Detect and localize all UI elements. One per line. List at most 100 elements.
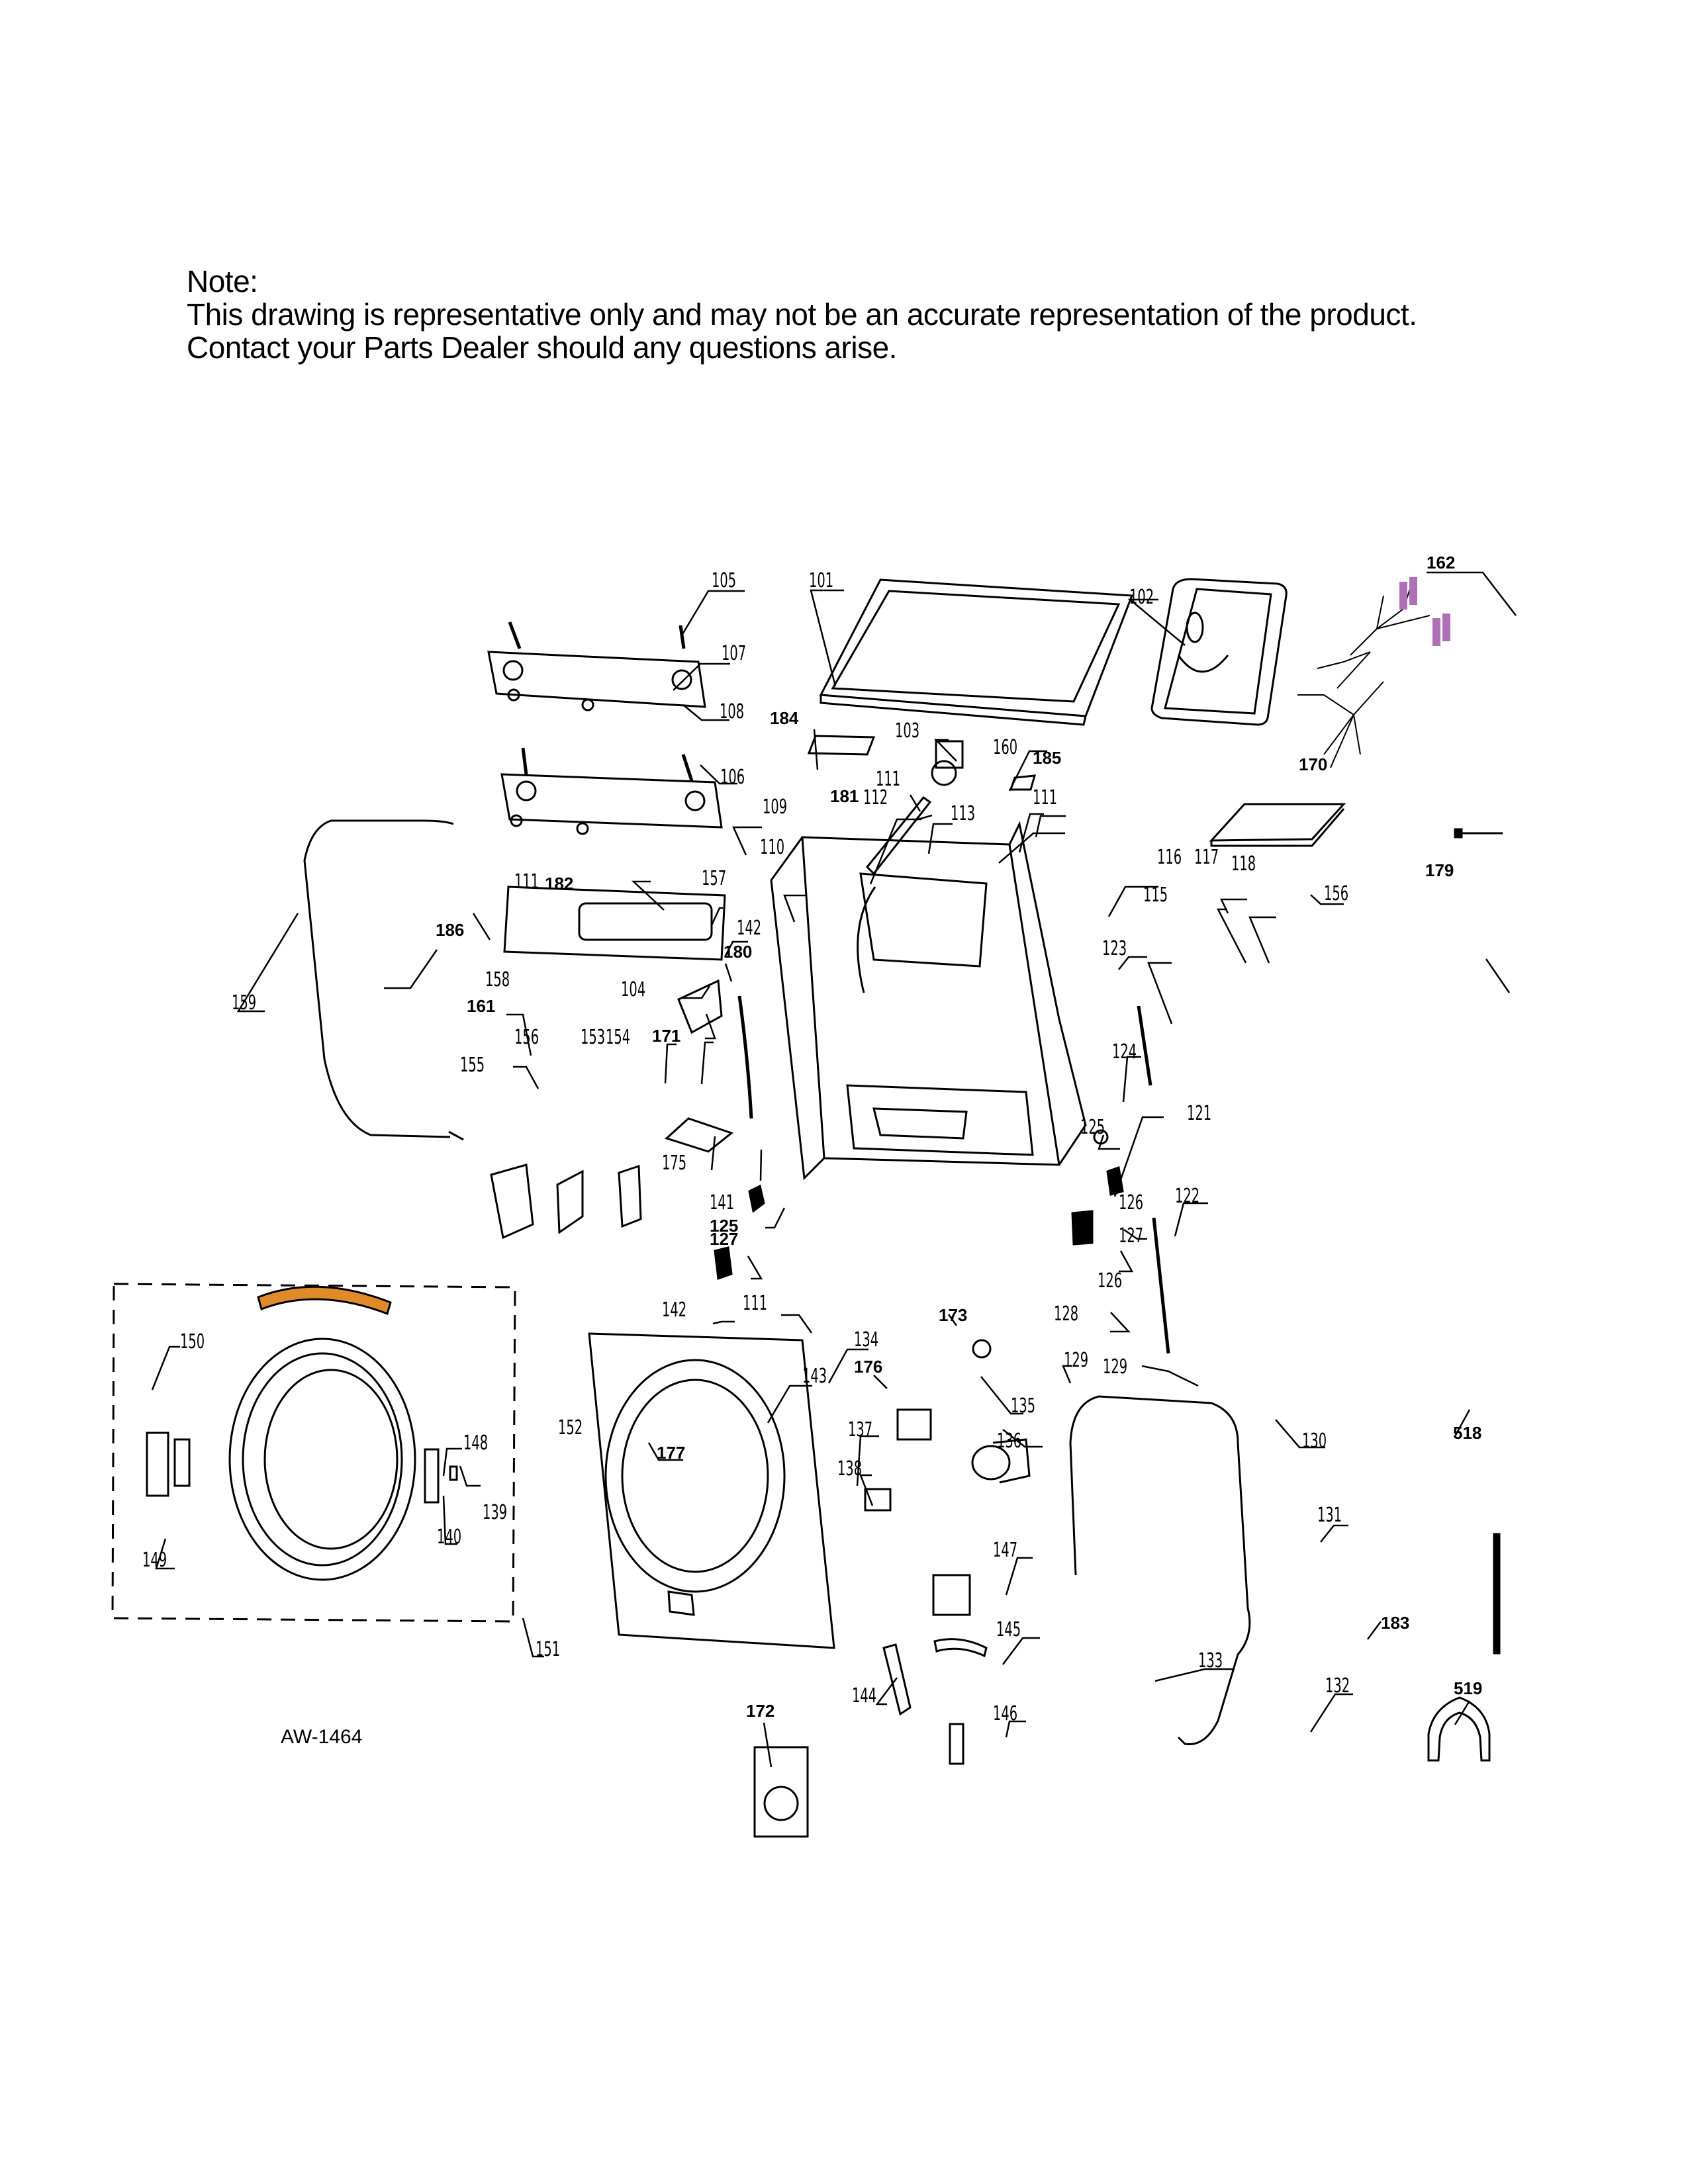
callout-105: 105 [712,569,737,592]
part-173-clamp [972,1339,992,1359]
callout-151: 151 [536,1638,561,1661]
callout-144: 144 [852,1684,877,1707]
callout-147: 147 [993,1539,1018,1562]
callout-160: 160 [993,736,1018,759]
callout-132: 132 [1325,1674,1350,1698]
part-106-front-bracket [500,773,723,829]
part-125-127-feet [714,1165,1124,1281]
callout-109: 109 [763,796,788,819]
callout-519: 519 [1454,1678,1483,1698]
part-184-label [807,735,876,756]
part-185-label [1009,774,1037,791]
callout-122: 122 [1175,1185,1200,1208]
callout-142-front: 142 [662,1298,687,1322]
callout-125-right: 125 [1080,1116,1105,1139]
callout-155: 155 [460,1054,485,1077]
callout-121: 121 [1187,1102,1212,1125]
part-147-valve [932,1574,971,1616]
callout-176: 176 [854,1357,883,1377]
callout-107: 107 [722,642,747,665]
callout-131: 131 [1317,1504,1342,1527]
callout-170: 170 [1299,754,1328,774]
callout-106: 106 [720,766,745,789]
callout-518: 518 [1453,1423,1482,1443]
callout-127-right: 127 [1119,1224,1144,1248]
callout-173: 173 [939,1305,968,1325]
part-162-wire-harness [1297,577,1450,768]
part-101-top-cover [819,578,1134,726]
part-170-manual [1209,803,1346,847]
callout-124: 124 [1112,1040,1137,1064]
callout-129-right: 129 [1103,1355,1128,1379]
callout-112: 112 [863,786,888,809]
callout-159: 159 [232,991,257,1015]
part-159-power-cord [303,819,464,1141]
part-103-switch [931,740,964,786]
part-145-arc [933,1638,988,1658]
callout-129-left: 129 [1064,1349,1089,1372]
part-108-nuts [507,688,594,835]
callout-138: 138 [837,1457,863,1480]
callout-181: 181 [830,786,859,806]
callout-108: 108 [720,700,745,723]
part-105-bolts [508,621,694,782]
part-135-pump-motor [971,1438,1031,1484]
disclaimer-note: Note: This drawing is representative onl… [187,265,1417,364]
callout-153: 153 [581,1026,606,1049]
callout-133: 133 [1198,1649,1223,1672]
part-144-hinge [882,1643,912,1716]
part-124-ring [1093,1129,1109,1145]
part-143-front-panel [588,1332,835,1649]
callout-157: 157 [702,867,727,890]
callout-185: 185 [1033,748,1062,768]
callout-156-left: 156 [514,1026,539,1049]
leader-lines [151,571,1517,1768]
callout-136: 136 [997,1430,1022,1453]
callout-110: 110 [760,836,785,859]
callout-125-left: 125 [710,1216,739,1236]
callout-117: 117 [1194,846,1219,869]
callout-146: 146 [993,1702,1018,1725]
part-136-box [896,1408,932,1441]
note-heading: Note: [187,264,258,298]
part-153-filter [556,1169,584,1234]
callout-111-top: 111 [876,768,901,791]
callout-142-top: 142 [737,917,762,940]
callout-104: 104 [621,978,646,1001]
callout-177: 177 [657,1443,686,1463]
callout-143: 143 [802,1365,827,1388]
part-122-strip [1152,1217,1170,1354]
callout-134: 134 [854,1328,879,1351]
callout-111-right: 111 [1033,786,1058,809]
callout-180: 180 [724,942,753,962]
part-141-hose [737,995,753,1119]
callout-126-top: 126 [1119,1191,1144,1214]
part-172-pump [753,1746,809,1838]
callout-171: 171 [652,1026,681,1046]
callout-130: 130 [1302,1430,1327,1453]
callout-115: 115 [1143,884,1168,907]
callout-137: 137 [848,1418,873,1441]
callout-103: 103 [895,719,920,743]
part-518-rod [1493,1533,1501,1655]
callout-182: 182 [545,874,574,893]
part-519-clamp [1427,1696,1491,1762]
callout-154: 154 [606,1026,631,1049]
part-158-control-panel [503,886,726,961]
note-line-1: This drawing is representative only and … [187,297,1417,332]
callout-127-left: 127 [710,1229,739,1249]
part-138-panel [864,1488,892,1512]
callout-141: 141 [710,1191,735,1214]
part-hoses-133 [1069,1395,1251,1746]
diagram-code: AW-1464 [281,1726,363,1748]
callout-186: 186 [436,920,465,940]
part-155-box [490,1163,534,1240]
part-175-drawer [665,1117,734,1153]
callout-116: 116 [1157,846,1182,869]
callout-184: 184 [770,708,799,728]
callout-126-bottom: 126 [1098,1269,1123,1293]
callout-111-front: 111 [743,1292,768,1315]
callout-161: 161 [467,996,496,1016]
part-door-assembly [111,1283,516,1623]
